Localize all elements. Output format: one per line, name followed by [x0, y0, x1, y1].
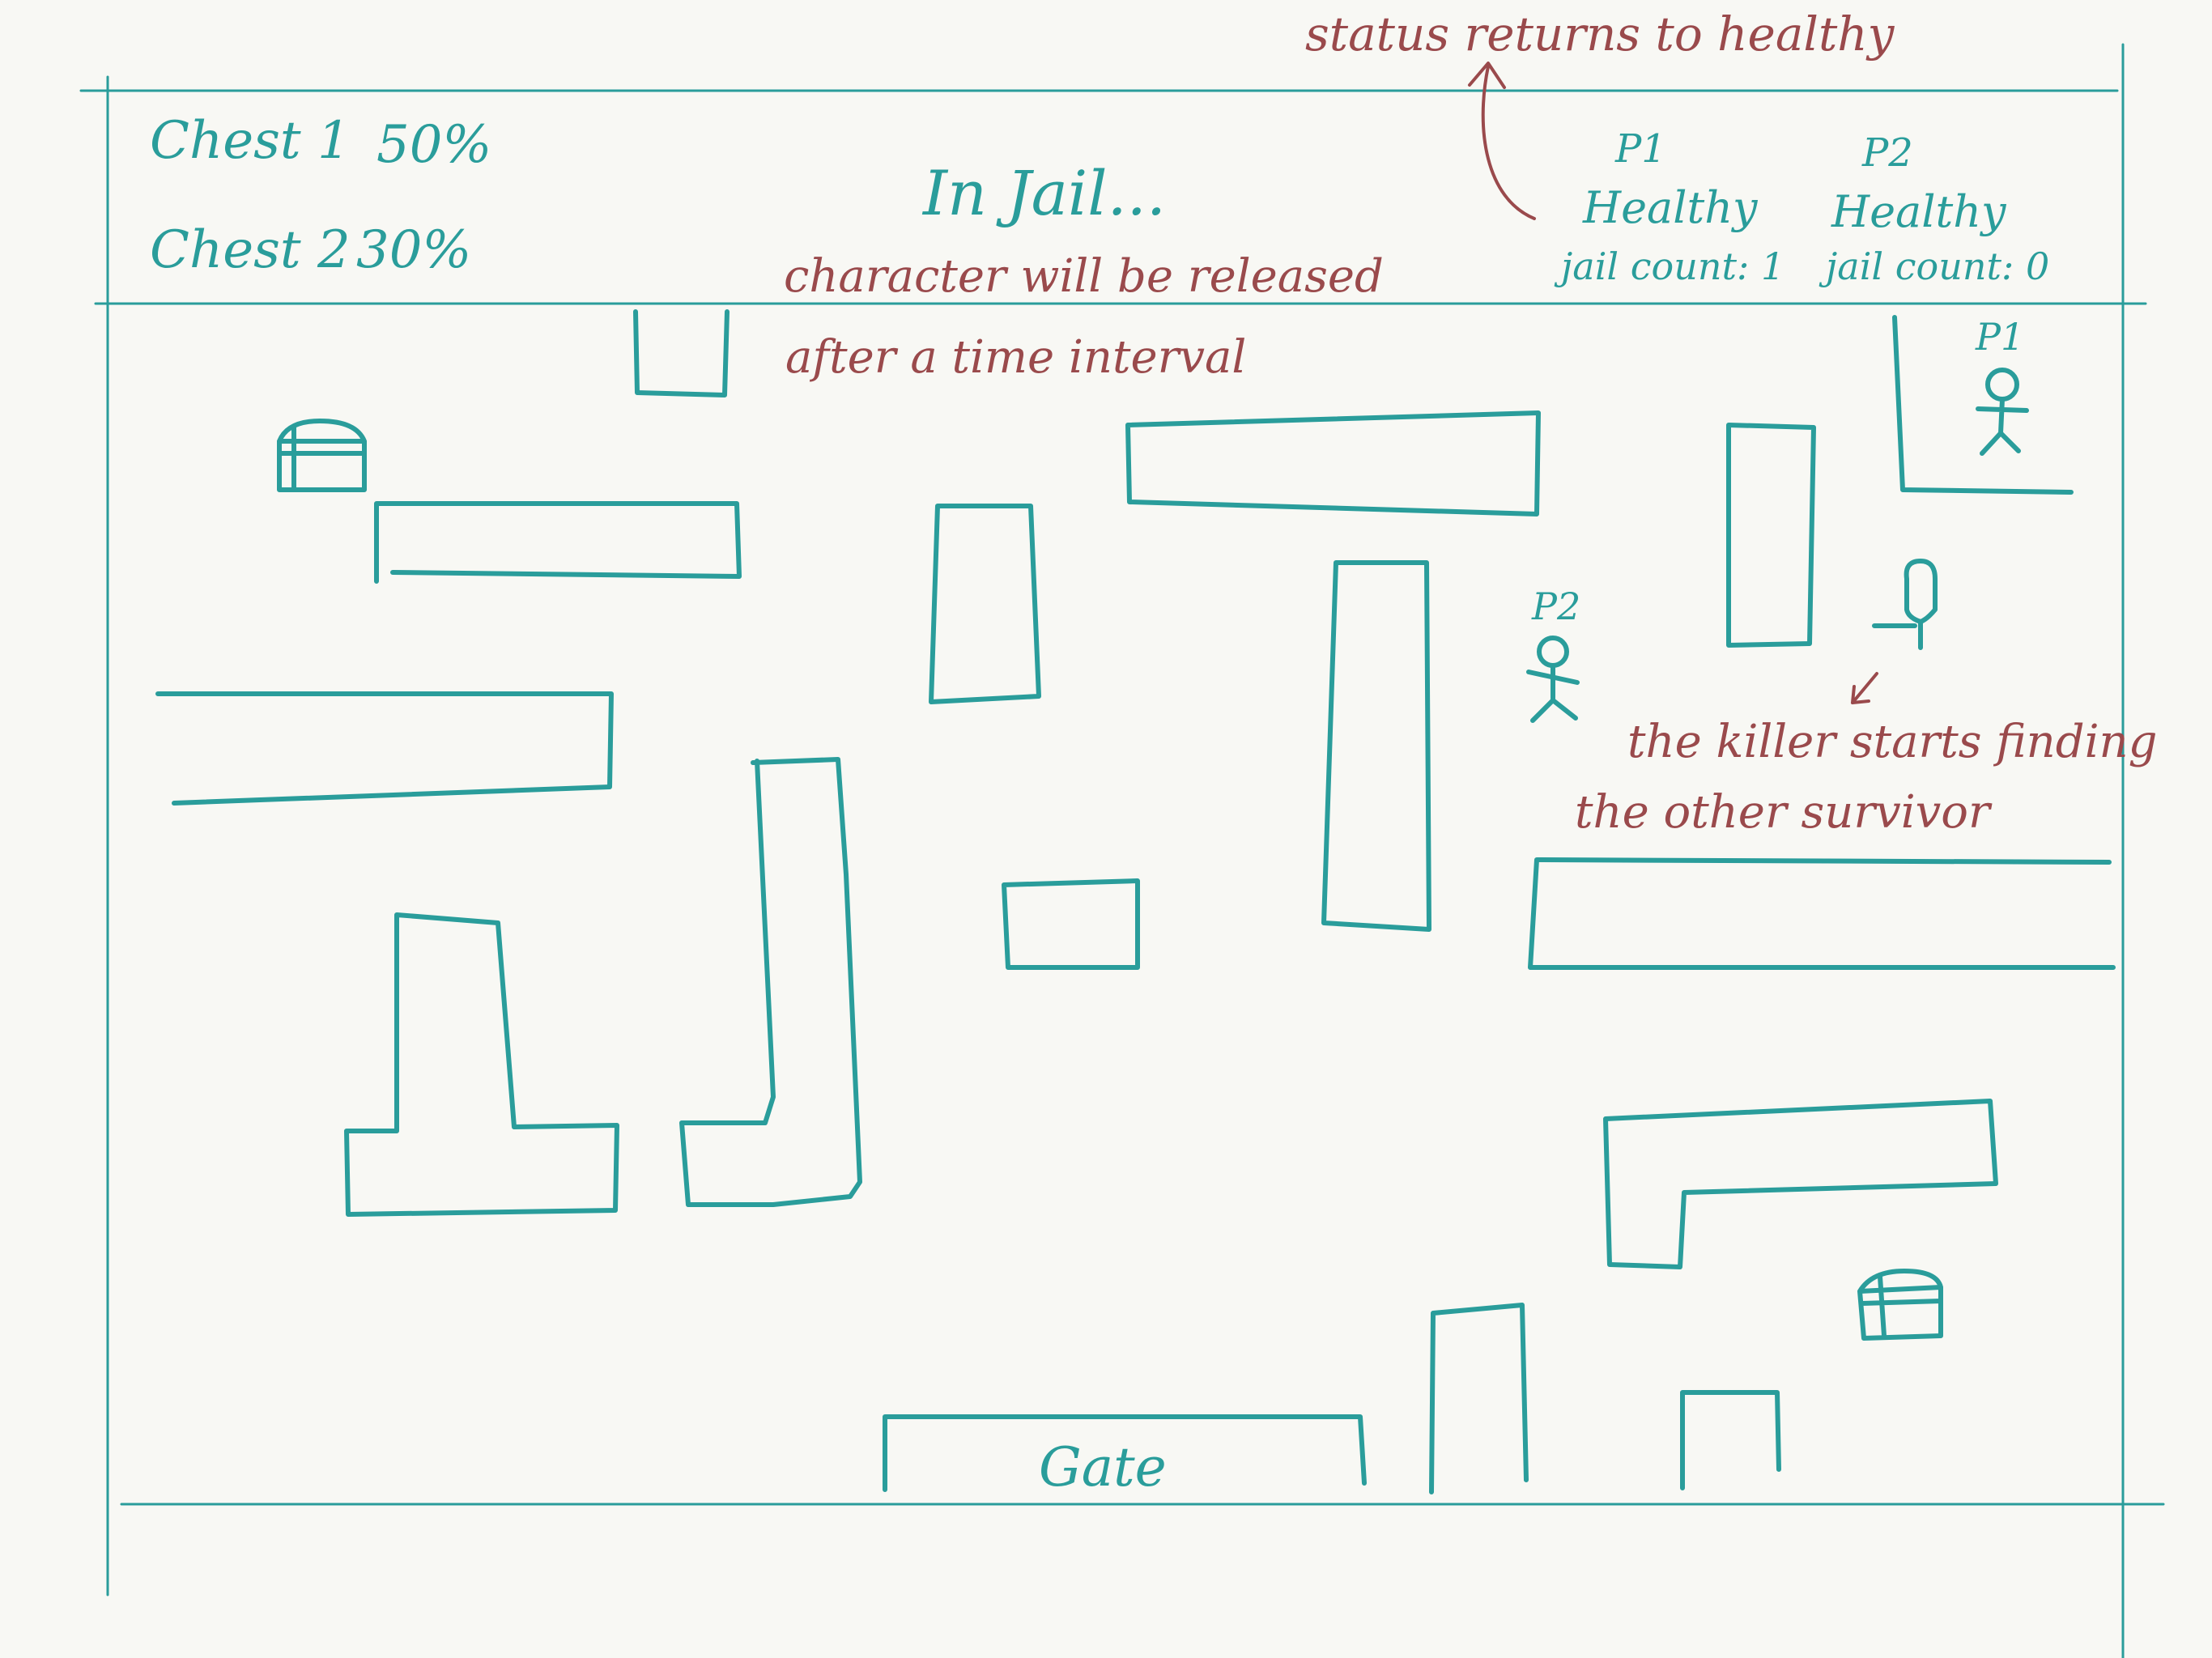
killer-note-line2: the other survivor: [1575, 786, 1993, 839]
wall-left-bar: [155, 691, 614, 806]
chest-1[interactable]: [277, 419, 367, 492]
release-note-line2: after a time interval: [785, 331, 1246, 384]
jail-cell-wall: [1892, 315, 2074, 495]
chest-icon: [1857, 1269, 1943, 1341]
wall-pillar-right: [1726, 423, 1816, 648]
chest2-label: Chest 2: [150, 220, 351, 280]
wall-right-bar: [1528, 857, 2116, 970]
wall-l-shape: [679, 757, 862, 1207]
chest-icon: [277, 419, 367, 492]
stick-figure-icon: [1526, 636, 1580, 723]
p1-name: P1: [1614, 126, 1666, 172]
player-2: P2: [1526, 585, 1580, 723]
wall-upper-left: [374, 501, 742, 584]
annotations: status returns to healthy character will…: [784, 6, 2157, 839]
status-note-arrow: [1481, 65, 1536, 220]
status-note: status returns to healthy: [1305, 6, 1895, 62]
chest1-progress: 50%: [376, 115, 491, 175]
screen-frame: [79, 43, 2165, 1658]
player-1-jailed: P1: [1975, 315, 2029, 456]
wall-top-center-bar: [1125, 410, 1541, 517]
chest-progress-panel: Chest 1 50% Chest 2 30%: [150, 111, 491, 280]
killer-note-line1: the killer starts finding: [1627, 716, 2157, 768]
status-note-arrowhead: [1468, 62, 1506, 89]
stick-figure-icon: [1976, 368, 2029, 456]
chest2-progress: 30%: [356, 220, 471, 280]
wall-bottom-pillar: [1429, 1303, 1529, 1494]
p2-name: P2: [1861, 130, 1913, 176]
maze-walls: [155, 309, 2116, 1494]
wall-bottom-notch: [1680, 1390, 1781, 1490]
wall-pillar-center: [929, 504, 1041, 704]
gate-label: Gate: [1039, 1436, 1167, 1499]
p1-status: Healthy: [1582, 182, 1759, 233]
killer: [1872, 559, 1938, 650]
p1-jail-count: jail count: 1: [1554, 244, 1784, 288]
wall-top-notch: [633, 309, 730, 397]
jail-player-label: P1: [1975, 315, 2024, 359]
chest1-label: Chest 1: [150, 111, 351, 171]
wall-small-block: [1002, 878, 1140, 970]
release-note-line1: character will be released: [784, 250, 1384, 303]
wall-tall-pillar: [1321, 560, 1431, 932]
wall-t-shape: [344, 912, 619, 1217]
status-title: In Jail...: [921, 157, 1166, 229]
chest-2[interactable]: [1857, 1269, 1943, 1341]
gate-wall: [883, 1414, 1367, 1492]
wall-lower-right: [1603, 1099, 1998, 1269]
killer-icon: [1872, 559, 1938, 650]
player-status-panel: P1 Healthy jail count: 1 P2 Healthy jail…: [1554, 126, 2049, 288]
p2-status: Healthy: [1831, 186, 2007, 237]
killer-note-arrow: [1851, 672, 1878, 704]
player2-label: P2: [1531, 585, 1580, 628]
p2-jail-count: jail count: 0: [1819, 244, 2049, 288]
